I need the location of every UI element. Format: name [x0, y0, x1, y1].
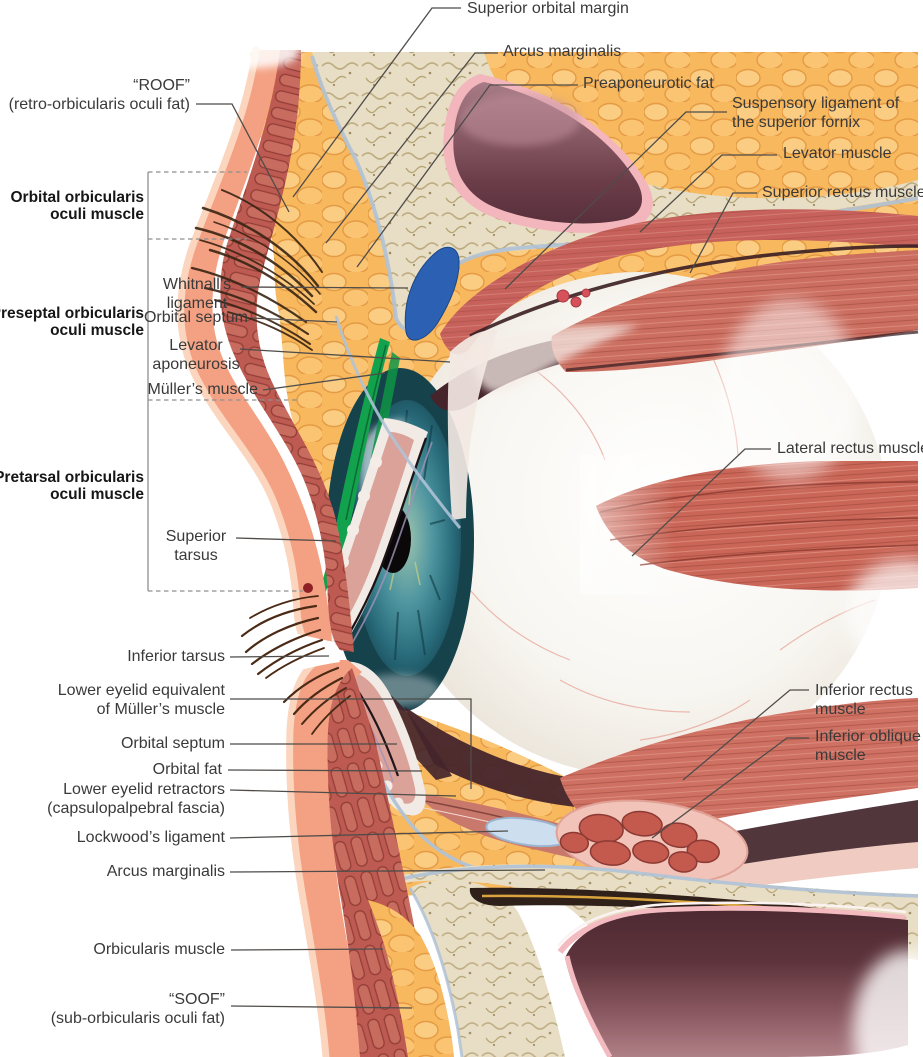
leader-superior-tarsus	[235, 537, 337, 542]
leader-lateral-rectus-muscle	[631, 448, 771, 557]
leader-superior-orbital-margin	[292, 7, 461, 198]
leader-levator-muscle	[639, 154, 777, 233]
vessel-dots	[556, 288, 591, 308]
maxillary-sinus	[565, 910, 908, 1057]
leader-preaponeurotic-fat	[356, 84, 578, 268]
leader-orbital-septum-upper	[251, 317, 338, 323]
leader-lockwoods-ligament	[229, 830, 509, 839]
lateral-rectus-muscle-shape	[580, 455, 923, 670]
marginal-vessel	[303, 583, 313, 593]
leader-levator-aponeurosis	[239, 348, 451, 363]
leader-whitnalls-ligament	[240, 286, 409, 289]
tendon-sheen	[470, 325, 640, 393]
whitnalls-ligament-shape	[404, 246, 460, 341]
leader-mullers-muscle	[262, 372, 386, 391]
leader-orbicularis-muscle	[230, 948, 384, 951]
sinus-lining	[557, 905, 906, 954]
orbital-septum-upper-line	[334, 315, 462, 529]
leader-superior-rectus-muscle	[689, 192, 757, 274]
levator-aponeurosis-shape	[447, 329, 498, 520]
inferior-oblique-shape	[555, 799, 749, 885]
leader-lower-eyelid-retractors	[229, 789, 457, 797]
eyebrow-hairs	[190, 189, 323, 351]
leader-roof-retro-orbicularis-oculi-fat	[196, 103, 290, 213]
leader-suspensory-ligament-superior-fornix	[504, 111, 727, 290]
anterior-lamellae	[177, 36, 462, 1057]
upper-eyelashes	[240, 595, 325, 679]
leader-inferior-tarsus	[229, 655, 330, 658]
leader-orbital-fat	[227, 769, 423, 772]
leader-inferior-rectus-muscle	[682, 689, 809, 781]
conjunctiva-line	[341, 437, 428, 647]
leader-soof-sub-orbicularis-oculi-fat	[230, 1005, 413, 1009]
leader-lower-eyelid-equivalent-of-mullers-muscle	[230, 698, 472, 789]
leader-inferior-oblique-muscle	[651, 737, 809, 839]
leader-arcus-marginalis-superior	[325, 52, 498, 244]
superior-muscle-complex	[404, 209, 919, 480]
skin-upper	[180, 50, 332, 655]
lower-eyelashes	[282, 666, 351, 735]
skin-lower	[289, 660, 366, 1057]
leader-arcus-marginalis-inferior	[229, 869, 546, 873]
maxilla-and-sinus	[380, 864, 923, 1057]
